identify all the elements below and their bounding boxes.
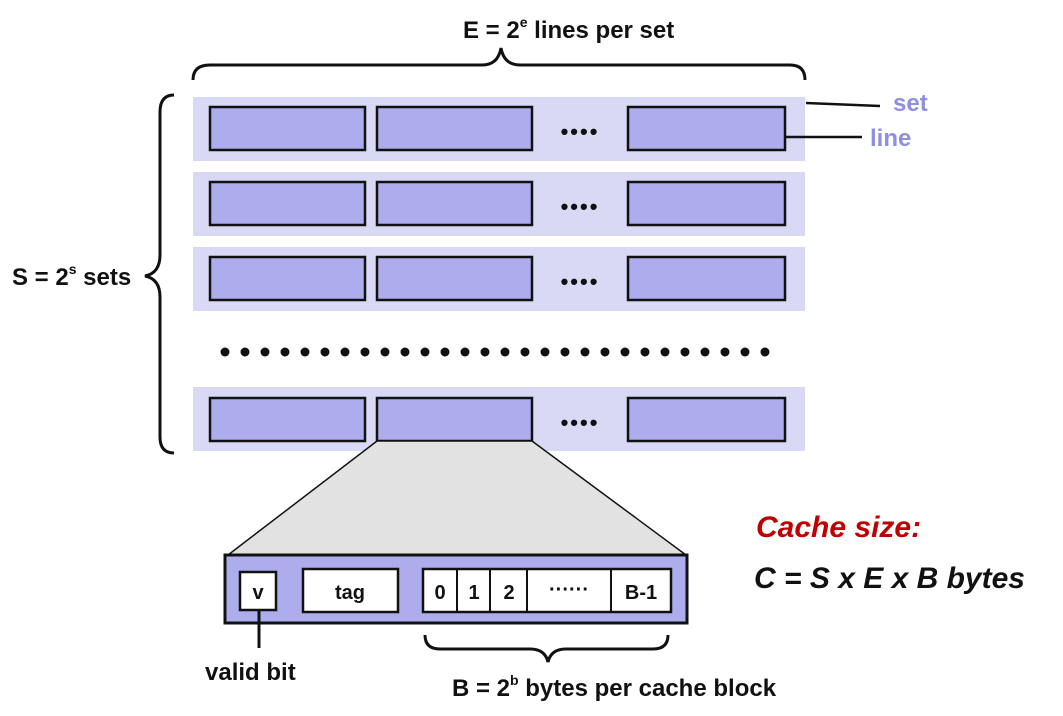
- line-ellipsis: ••••: [561, 119, 600, 144]
- ellipsis-dot: [760, 347, 770, 357]
- set-row: ••••: [193, 387, 805, 451]
- cache-line: [626, 396, 787, 443]
- bytes-label: B = 2b bytes per cache block: [452, 672, 777, 702]
- top-label: E = 2e lines per set: [463, 14, 674, 44]
- line-ellipsis: ••••: [561, 410, 600, 435]
- ellipsis-dot: [460, 347, 470, 357]
- left-brace: [144, 93, 175, 455]
- ellipsis-dot: [280, 347, 290, 357]
- ellipsis-dot: [600, 347, 610, 357]
- cache-line-expanded: [375, 396, 534, 443]
- tag-cell: [301, 567, 400, 614]
- valid-bit-cell: [238, 570, 278, 612]
- ellipsis-dot: [240, 347, 250, 357]
- ellipsis-dot: [340, 347, 350, 357]
- valid-bit-text: v: [252, 582, 264, 604]
- ellipsis-dot: [220, 347, 230, 357]
- cache-line: [375, 105, 534, 152]
- ellipsis-dot: [540, 347, 550, 357]
- line-ellipsis: ••••: [561, 269, 600, 294]
- cache-line: [626, 105, 787, 152]
- byte-cell-last: B-1: [625, 582, 657, 604]
- ellipsis-dot: [580, 347, 590, 357]
- byte-cell-ellipsis: ······: [549, 579, 589, 601]
- valid-bit-caption: valid bit: [205, 659, 296, 686]
- cache-size-title: Cache size:: [756, 511, 921, 544]
- byte-cell-2: 2: [503, 582, 514, 604]
- line-callout-label: line: [870, 125, 911, 152]
- ellipsis-dot: [320, 347, 330, 357]
- set-row: ••••: [193, 97, 805, 161]
- set-row: ••••: [193, 247, 805, 311]
- cache-line: [626, 255, 787, 302]
- ellipsis-dot: [400, 347, 410, 357]
- top-brace: [191, 47, 807, 81]
- cache-line: [208, 396, 367, 443]
- expanded-line: v tag 0 1 2 ······ B-1: [223, 553, 689, 625]
- ellipsis-dot: [360, 347, 370, 357]
- sets-ellipsis: [220, 347, 770, 357]
- line-ellipsis: ••••: [561, 194, 600, 219]
- cache-line: [208, 180, 367, 227]
- ellipsis-dot: [480, 347, 490, 357]
- ellipsis-dot: [740, 347, 750, 357]
- ellipsis-dot: [560, 347, 570, 357]
- tag-text: tag: [335, 582, 365, 604]
- cache-size-formula: C = S x E x B bytes: [754, 562, 1025, 595]
- cache-line: [375, 255, 534, 302]
- set-row: ••••: [193, 172, 805, 236]
- ellipsis-dot: [640, 347, 650, 357]
- set-callout-line: [805, 101, 881, 108]
- byte-cell-1: 1: [468, 582, 479, 604]
- expansion-shadow: [225, 440, 689, 556]
- ellipsis-dot: [720, 347, 730, 357]
- cache-line: [375, 180, 534, 227]
- ellipsis-dot: [660, 347, 670, 357]
- left-label: S = 2s sets: [12, 261, 131, 291]
- cache-line: [208, 255, 367, 302]
- byte-cell-0: 0: [434, 582, 445, 604]
- ellipsis-dot: [260, 347, 270, 357]
- cache-line: [626, 180, 787, 227]
- ellipsis-dot: [680, 347, 690, 357]
- ellipsis-dot: [440, 347, 450, 357]
- ellipsis-dot: [620, 347, 630, 357]
- bytes-brace: [423, 634, 670, 663]
- ellipsis-dot: [700, 347, 710, 357]
- set-callout-label: set: [893, 90, 928, 117]
- ellipsis-dot: [420, 347, 430, 357]
- ellipsis-dot: [500, 347, 510, 357]
- ellipsis-dot: [520, 347, 530, 357]
- ellipsis-dot: [300, 347, 310, 357]
- ellipsis-dot: [380, 347, 390, 357]
- byte-cells: [421, 567, 673, 614]
- cache-line: [208, 105, 367, 152]
